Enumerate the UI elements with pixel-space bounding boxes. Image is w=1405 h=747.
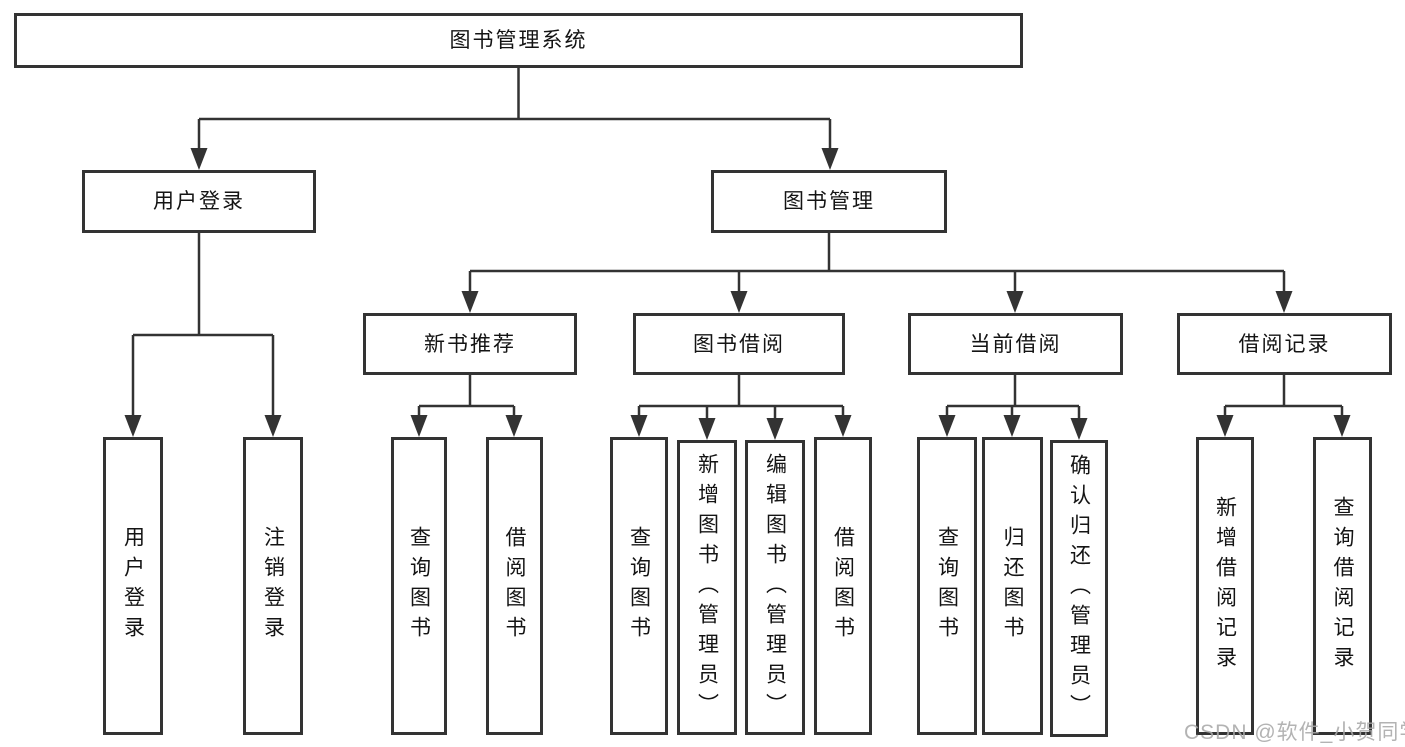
- arrowhead-icon: [1275, 291, 1293, 313]
- node-leaf-cb-return-books: 归还图书: [982, 437, 1043, 735]
- arrowhead-icon: [834, 415, 852, 437]
- node-label: 借阅图书: [503, 526, 526, 646]
- node-leaf-user-login: 用户登录: [103, 437, 163, 735]
- node-book-management: 图书管理: [711, 170, 947, 233]
- node-label: 新增图书（管理员）: [695, 452, 719, 723]
- node-label: 图书管理系统: [449, 29, 588, 52]
- node-label: 借阅图书: [831, 526, 855, 646]
- node-root: 图书管理系统: [14, 13, 1023, 68]
- arrowhead-icon: [730, 291, 748, 313]
- node-leaf-logout-login: 注销登录: [243, 437, 303, 735]
- node-borrowing-records: 借阅记录: [1177, 313, 1392, 375]
- arrowhead-icon: [698, 418, 716, 440]
- node-leaf-cb-query-books: 查询图书: [917, 437, 977, 735]
- node-label: 注销登录: [261, 526, 285, 646]
- node-leaf-br-add-records: 新增借阅记录: [1196, 437, 1254, 735]
- node-new-book-recommend: 新书推荐: [363, 313, 577, 375]
- watermark: CSDN @软件_小贺同学: [1184, 721, 1405, 744]
- arrowhead-icon: [938, 415, 956, 437]
- arrowhead-icon: [461, 291, 479, 313]
- node-book-borrowing: 图书借阅: [633, 313, 845, 375]
- node-label: 新增借阅记录: [1213, 496, 1237, 676]
- arrowhead-icon: [1216, 415, 1234, 437]
- node-label: 用户登录: [153, 190, 245, 213]
- arrowhead-icon: [1333, 415, 1351, 437]
- node-label: 图书借阅: [693, 332, 785, 356]
- node-user-login: 用户登录: [82, 170, 316, 233]
- node-leaf-bb-add-books: 新增图书（管理员）: [677, 440, 737, 735]
- arrowhead-icon: [190, 148, 208, 170]
- node-current-borrowing: 当前借阅: [908, 313, 1123, 375]
- node-leaf-nb-borrow-books: 借阅图书: [486, 437, 543, 735]
- arrowhead-icon: [766, 418, 784, 440]
- node-label: 查询图书: [935, 526, 959, 646]
- node-leaf-bb-edit-books: 编辑图书（管理员）: [745, 440, 805, 735]
- node-leaf-nb-query-books: 查询图书: [391, 437, 447, 735]
- node-label: 归还图书: [1001, 526, 1024, 646]
- node-label: 图书管理: [783, 190, 875, 213]
- node-leaf-bb-borrow-books: 借阅图书: [814, 437, 872, 735]
- arrowhead-icon: [264, 415, 282, 437]
- node-label: 查询图书: [627, 526, 651, 646]
- node-label: 编辑图书（管理员）: [763, 452, 787, 723]
- node-leaf-br-query-records: 查询借阅记录: [1313, 437, 1372, 735]
- arrowhead-icon: [1006, 291, 1024, 313]
- node-leaf-cb-confirm-return: 确认归还（管理员）: [1050, 440, 1108, 737]
- arrowhead-icon: [1070, 418, 1088, 440]
- node-label: 借阅记录: [1238, 332, 1331, 356]
- node-label: 新书推荐: [424, 332, 516, 356]
- arrowhead-icon: [505, 415, 523, 437]
- node-label: 当前借阅: [969, 332, 1062, 356]
- node-label: 查询图书: [407, 526, 431, 646]
- node-label: 确认归还（管理员）: [1067, 453, 1091, 724]
- node-label: 用户登录: [121, 526, 145, 646]
- arrowhead-icon: [821, 148, 839, 170]
- arrowhead-icon: [1003, 415, 1021, 437]
- arrowhead-icon: [410, 415, 428, 437]
- node-leaf-bb-query-books: 查询图书: [610, 437, 668, 735]
- arrowhead-icon: [630, 415, 648, 437]
- arrowhead-icon: [124, 415, 142, 437]
- node-label: 查询借阅记录: [1331, 496, 1354, 676]
